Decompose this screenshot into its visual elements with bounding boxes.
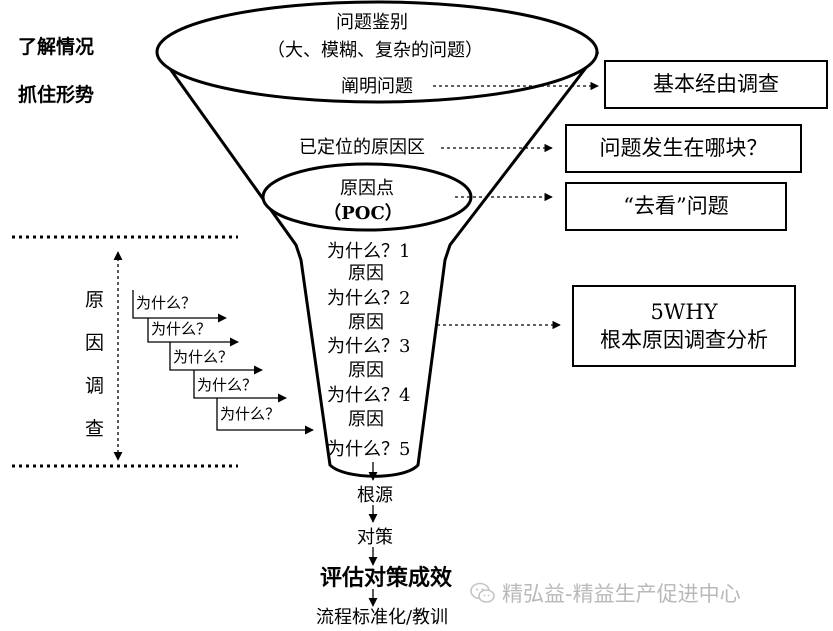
where-problem-box: 问题发生在哪块？ (565, 124, 802, 173)
why-step-3: 为什么？3 (327, 336, 411, 357)
cause-investigation-char-1: 原 (85, 289, 105, 311)
why-step-1: 为什么？1 (327, 241, 411, 262)
step-evaluate: 评估对策成效 (319, 565, 453, 591)
funnel-top-ellipse (155, 0, 599, 104)
reason-1: 原因 (348, 263, 384, 284)
clarify-problem-label: 阐明问题 (341, 76, 413, 97)
step-root-cause: 根源 (357, 485, 393, 506)
basic-survey-box: 基本经由调查 (604, 60, 828, 109)
go-see-box: “去看”问题 (565, 182, 787, 231)
cause-investigation-char-4: 查 (85, 418, 105, 440)
step-standardize: 流程标准化/教训 (315, 607, 449, 628)
why-step-4: 为什么？4 (327, 385, 411, 406)
wechat-icon (470, 582, 495, 603)
five-why-box: 5WHY 根本原因调查分析 (572, 285, 796, 367)
step-countermeasure: 对策 (357, 527, 393, 548)
staircase-arrows (132, 290, 314, 435)
reason-2: 原因 (348, 312, 384, 333)
watermark: 精弘益-精益生产促进中心 (470, 578, 741, 608)
watermark-text: 精弘益-精益生产促进中心 (502, 582, 741, 606)
poc-abbr: （POC） (323, 203, 403, 224)
funnel-top-title: 问题鉴别 (336, 12, 408, 33)
why-step-2: 为什么？2 (327, 288, 411, 309)
poc-title: 原因点 (340, 178, 394, 199)
stair-label-1: 为什么？ (136, 294, 197, 312)
stair-label-2: 为什么？ (151, 320, 212, 338)
stair-label-3: 为什么？ (173, 348, 234, 366)
left-header-line1: 了解情况 (18, 36, 95, 58)
poc-ellipse (261, 162, 473, 232)
cause-investigation-char-3: 调 (85, 375, 105, 397)
five-why-subtitle: 根本原因调查分析 (600, 328, 768, 352)
five-why-title: 5WHY (650, 299, 718, 324)
reason-4: 原因 (348, 409, 384, 430)
reason-3: 原因 (348, 360, 384, 381)
left-header-line2: 抓住形势 (18, 84, 95, 106)
why-step-5: 为什么？5 (327, 439, 411, 460)
located-area-label: 已定位的原因区 (299, 137, 425, 158)
stair-label-4: 为什么？ (197, 376, 258, 394)
funnel-top-subtitle: （大、模糊、复杂的问题） (267, 40, 483, 61)
cause-investigation-char-2: 因 (85, 332, 105, 354)
stair-label-5: 为什么？ (220, 405, 281, 423)
